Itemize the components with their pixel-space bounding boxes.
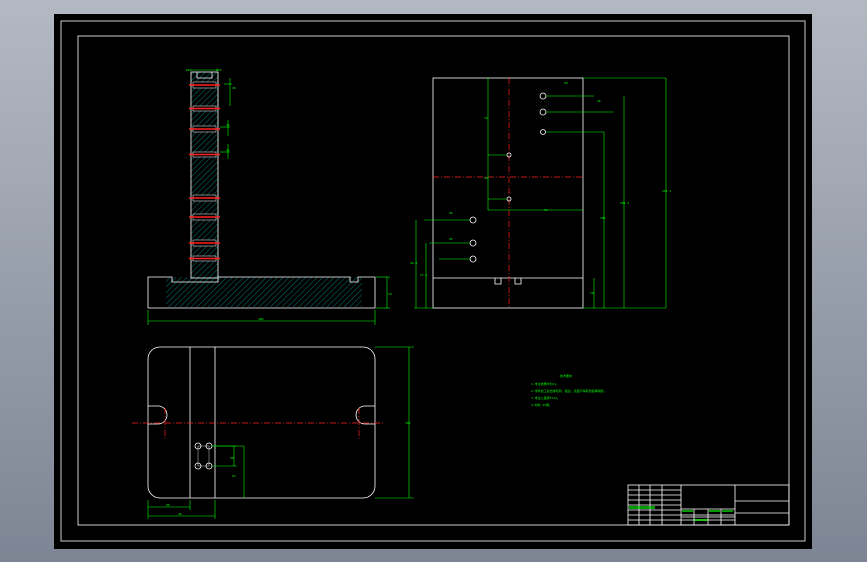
dim-label: 95: [449, 237, 453, 241]
dim-label: 11: [226, 148, 230, 152]
dim-label: 10: [590, 291, 594, 295]
dim-label: 256.3: [662, 189, 671, 193]
dim-label: 80: [166, 503, 170, 507]
base-outline: [147, 276, 376, 309]
column-hatch: [191, 72, 218, 278]
dim-label: 15: [226, 123, 230, 127]
right-u-slot: [355, 405, 375, 425]
title-block: [627, 484, 790, 526]
drawing-canvas: R20 R20 48 15 11 10 300: [60, 20, 806, 542]
top-holes: [194, 442, 213, 470]
tech-note-line: 4.材料 45钢。: [531, 402, 552, 407]
tech-note-line: 1.未注倒角均为C1。: [531, 381, 559, 386]
dim-label: 54: [232, 474, 236, 478]
dim-label: 48: [597, 99, 601, 103]
dim-label: 46.8: [410, 261, 417, 265]
dim-label: 27.5: [420, 273, 427, 277]
front-outline: [432, 77, 584, 309]
top-outline: [147, 346, 376, 499]
slot-centerlines: [189, 84, 220, 260]
dim-label: 40: [230, 456, 234, 460]
dim-label: R20: [186, 68, 192, 72]
dim-label: 180: [600, 216, 606, 220]
technical-requirements: 技术要求 1.未注倒角均为C1。 2.零件加工后去除毛刺、锐边，表面不得有划痕等…: [531, 373, 607, 407]
dim-label: R20: [216, 68, 222, 72]
front-view: 60 34 50 96 48 180 206.4 256.3 10 96 95 …: [410, 77, 671, 309]
dim-label: 96: [544, 208, 548, 212]
dim-label: 160: [405, 421, 411, 425]
dim-label: 60: [564, 81, 568, 85]
holes: [469, 92, 547, 263]
dim-label: 96: [449, 211, 453, 215]
dim-label: 10: [388, 292, 392, 296]
tech-notes-title: 技术要求: [560, 373, 572, 378]
left-u-slot: [148, 405, 168, 425]
outer-border: [60, 20, 806, 542]
column-outline: [190, 71, 219, 279]
dim-label: 300: [258, 317, 264, 321]
dim-label: 50: [484, 176, 488, 180]
dim-label: 206.4: [620, 201, 629, 205]
tech-note-line: 3.未注公差按IT14。: [531, 395, 560, 400]
cad-viewport[interactable]: R20 R20 48 15 11 10 300: [54, 14, 812, 549]
dim-label: 34: [484, 116, 488, 120]
dim-label: 48: [232, 86, 236, 90]
tech-note-line: 2.零件加工后去除毛刺、锐边，表面不得有划痕等缺陷。: [531, 388, 607, 393]
top-view: 160 40 54 80 40: [132, 346, 414, 519]
side-section-view: R20 R20 48 15 11 10 300: [147, 68, 392, 325]
base-hatch: [166, 277, 362, 307]
dim-label: 40: [178, 512, 182, 516]
inner-border: [77, 35, 790, 526]
